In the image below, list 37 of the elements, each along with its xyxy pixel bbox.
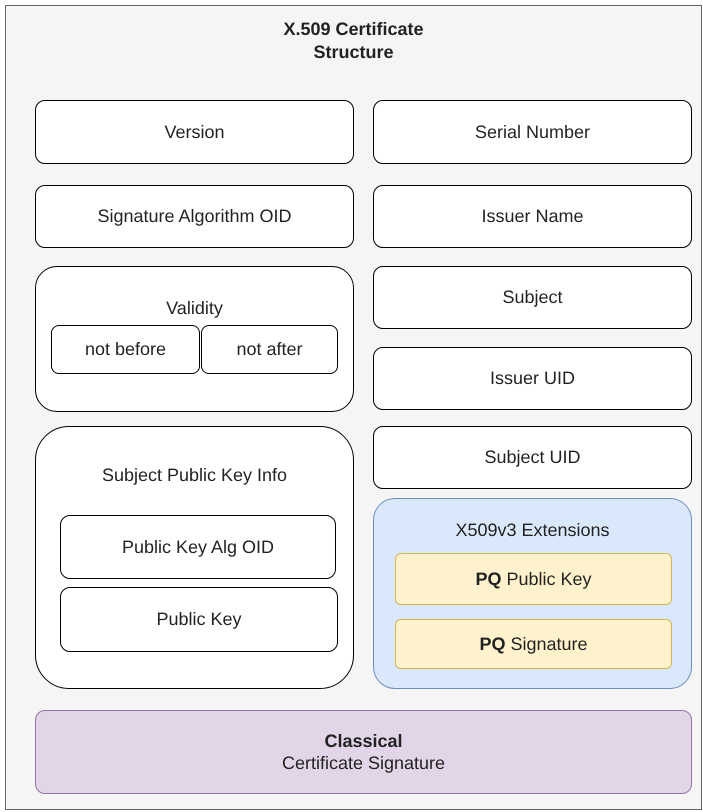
extensions-box: [373, 498, 692, 689]
field-box: [201, 325, 338, 374]
field-box: [35, 100, 354, 164]
field-label: X509v3 Extensions: [455, 519, 610, 542]
field-label: Certificate Signature: [282, 752, 446, 774]
extension-box: [395, 553, 672, 605]
diagram-frame: [5, 5, 702, 810]
field-label: Serial Number: [474, 120, 590, 144]
field-label: Public Key Alg OID: [122, 536, 274, 558]
field-label: not before: [84, 338, 166, 361]
field-label: Validity: [166, 297, 223, 320]
field-label: Subject Public Key Info: [102, 464, 288, 486]
field-box: [51, 325, 200, 374]
field-label: PQ Signature: [479, 632, 588, 656]
field-label: PQ Public Key: [475, 568, 592, 590]
field-label: not after: [236, 338, 303, 361]
field-label: Version: [164, 120, 225, 144]
field-label: Signature Algorithm OID: [97, 205, 292, 228]
field-box: [60, 587, 338, 652]
group-box: [35, 426, 354, 689]
frame-heading: X.509 Certificate Structure: [282, 18, 425, 63]
field-box: [373, 185, 692, 248]
signature-box: [35, 710, 692, 794]
field-box: [373, 426, 692, 489]
field-label: Issuer UID: [490, 367, 576, 390]
field-label: Issuer Name: [481, 205, 584, 228]
field-label: Classical: [324, 730, 403, 752]
field-box: [60, 515, 336, 579]
group-box: [35, 266, 354, 412]
field-label: Subject: [502, 286, 563, 309]
field-box: [373, 100, 692, 164]
field-label: Subject UID: [484, 446, 581, 469]
field-box: [35, 185, 354, 248]
field-box: [373, 266, 692, 329]
field-label: Public Key: [156, 608, 242, 631]
field-box: [373, 347, 692, 410]
extension-box: [395, 619, 672, 669]
